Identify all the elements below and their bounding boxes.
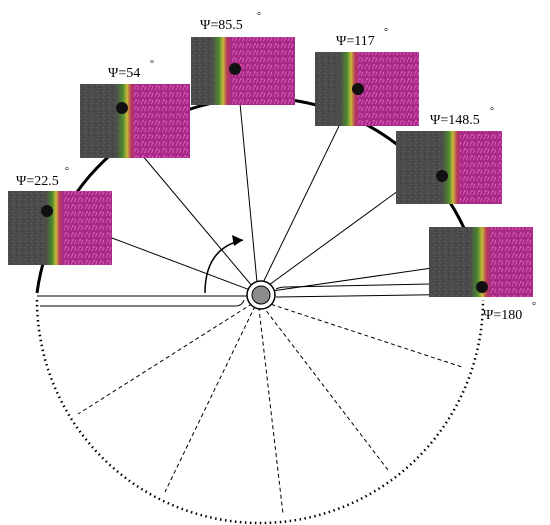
counterclockwise-arrow [204,235,244,294]
degree-mark-1: ° [65,166,69,177]
degree-mark-2: ° [150,59,154,70]
panel-image-4 [315,52,419,126]
solid-spokes [111,102,433,294]
pivot [246,280,276,310]
panel-label-4: Ψ=117 [336,34,375,49]
panel-label-2: Ψ=54 [108,66,140,81]
degree-mark-3: ° [257,11,261,22]
panel-label-1: Ψ=22.5 [16,174,59,189]
panel-label-3: Ψ=85.5 [200,18,243,33]
panel-image-5 [396,131,502,204]
degree-mark-4: ° [384,27,388,38]
panel-image-3 [191,37,295,105]
panel-image-1 [8,191,112,265]
dashed-spokes [77,299,463,515]
degree-mark-5: ° [490,106,494,117]
lower-arc-dotted [35,299,485,525]
panel-image-6 [429,227,533,297]
panel-label-5: Ψ=148.5 [430,113,480,128]
degree-mark-6: ° [532,301,536,312]
panel-image-2 [80,84,190,158]
panel-label-6: Ψ=180 [483,308,522,323]
